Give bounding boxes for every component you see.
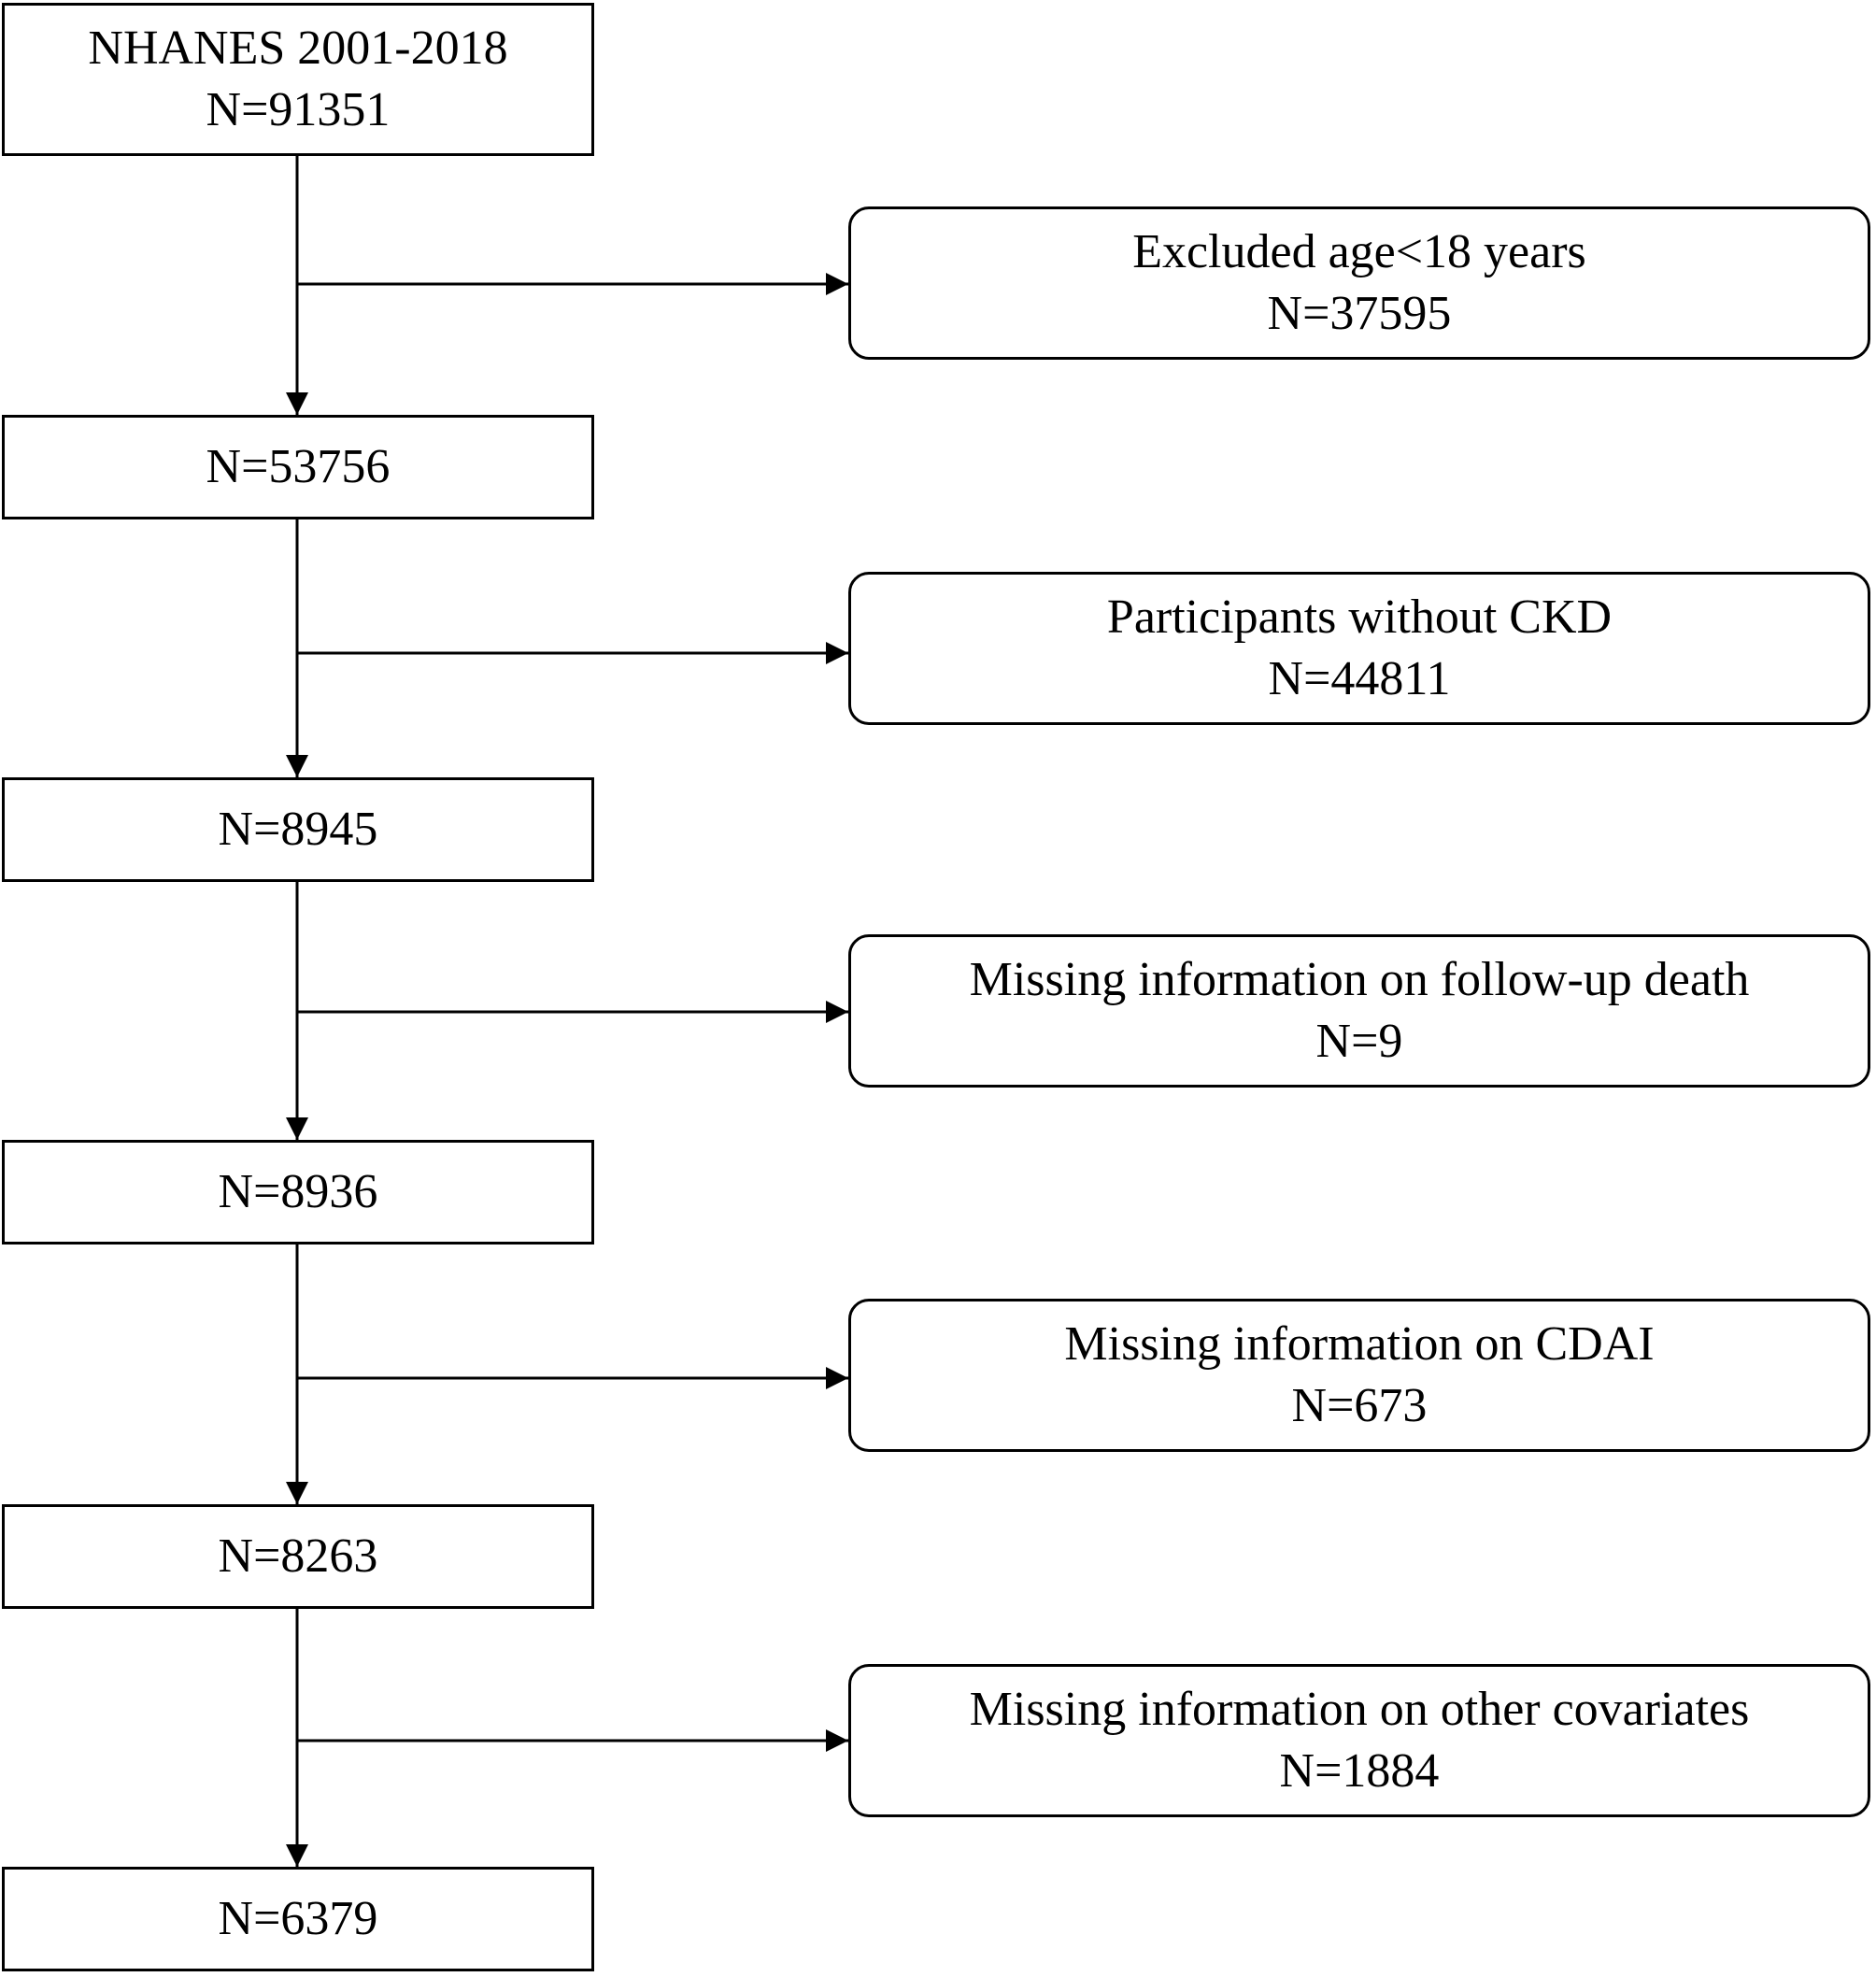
exclusion-box-2: Participants without CKD N=44811 [848, 572, 1870, 725]
exclusion-box-1-label: Excluded age<18 years [1132, 225, 1586, 278]
main-box-3: N=8945 [2, 777, 594, 882]
main-box-5: N=8263 [2, 1504, 594, 1609]
exclusion-box-3-count: N=9 [1315, 1015, 1403, 1068]
exclusion-box-3-label: Missing information on follow-up death [969, 953, 1750, 1006]
exclusion-box-1-count: N=37595 [1267, 287, 1452, 340]
main-box-1-count: N=91351 [206, 83, 391, 136]
exclusion-box-3: Missing information on follow-up death N… [848, 934, 1870, 1088]
main-box-4-count: N=8936 [218, 1165, 378, 1218]
exclusion-box-2-label: Participants without CKD [1106, 590, 1613, 644]
main-box-3-count: N=8945 [218, 803, 378, 856]
exclusion-box-4-count: N=673 [1291, 1379, 1428, 1432]
main-box-6: N=6379 [2, 1867, 594, 1971]
main-box-1-label: NHANES 2001-2018 [88, 21, 508, 75]
exclusion-box-5: Missing information on other covariates … [848, 1664, 1870, 1817]
exclusion-box-5-label: Missing information on other covariates [969, 1683, 1750, 1736]
main-box-1: NHANES 2001-2018 N=91351 [2, 3, 594, 156]
exclusion-box-1: Excluded age<18 years N=37595 [848, 206, 1870, 360]
main-box-4: N=8936 [2, 1140, 594, 1245]
main-box-6-count: N=6379 [218, 1892, 378, 1945]
main-box-2: N=53756 [2, 415, 594, 519]
exclusion-box-5-count: N=1884 [1279, 1744, 1440, 1798]
main-box-5-count: N=8263 [218, 1529, 378, 1583]
exclusion-box-2-count: N=44811 [1268, 652, 1451, 705]
exclusion-box-4-label: Missing information on CDAI [1064, 1317, 1655, 1371]
exclusion-box-4: Missing information on CDAI N=673 [848, 1299, 1870, 1452]
main-box-2-count: N=53756 [206, 440, 391, 493]
